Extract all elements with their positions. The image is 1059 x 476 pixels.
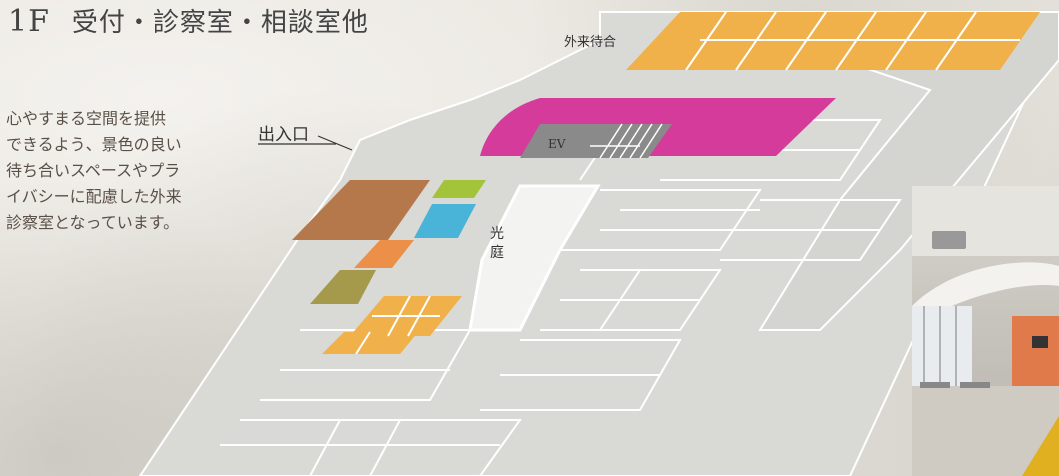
label-outpatient-waiting: 外来待合 [564, 35, 616, 50]
floor-title-text: 受付・診察室・相談室他 [71, 8, 369, 38]
entrance-label: 出入口 [258, 125, 309, 145]
floor-slab-right [699, 11, 1059, 331]
description-line: 待ち合いスペースやプラ [6, 161, 181, 180]
room-green [432, 180, 486, 198]
label-ev: EV [548, 137, 566, 151]
ev-core-stairs [590, 123, 663, 159]
room-orange [354, 240, 414, 268]
floor-slab [138, 11, 1059, 476]
floor-description: 心やすまる空間を提供 できるよう、景色の良い 待ち合いスペースやプラ イバシーに… [6, 106, 226, 236]
ev-core [520, 124, 672, 158]
room-brown [292, 180, 430, 240]
floor-number: 1F [8, 4, 50, 39]
description-line: 診察室となっています。 [6, 213, 180, 232]
description-line: できるよう、景色の良い [6, 135, 182, 154]
description-line: 心やすまる空間を提供 [6, 109, 167, 128]
description-line: イバシーに配慮した外来 [6, 187, 182, 206]
label-courtyard-1: 光 [490, 226, 504, 242]
page-title: 1F 受付・診察室・相談室他 [8, 2, 369, 39]
room-blue [414, 204, 476, 238]
waiting-seat-lines [685, 11, 1020, 71]
lobby-photo [912, 186, 1059, 476]
room-olive [310, 270, 376, 304]
courtyard [468, 184, 601, 332]
room-consult-2 [322, 332, 418, 354]
label-courtyard-2: 庭 [490, 244, 504, 261]
